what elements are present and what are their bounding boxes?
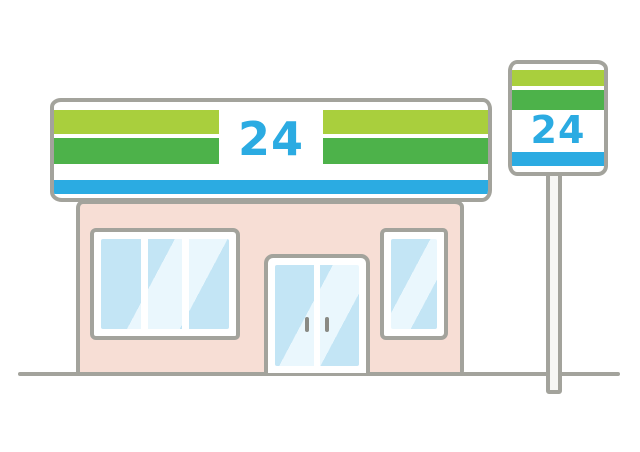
facade-sign-label-box: 24 — [219, 102, 323, 176]
pole-sign-stripe-green — [512, 90, 604, 110]
facade-sign-24-text: 24 — [237, 112, 304, 166]
window-left-mullion-2 — [182, 239, 190, 329]
pole-sign-24-text: 24 — [530, 108, 586, 152]
door-handle-left — [305, 317, 309, 332]
door-center-divider — [314, 265, 320, 366]
facade-sign: 24 — [50, 98, 492, 202]
window-right — [380, 228, 448, 340]
door-glass — [275, 265, 359, 366]
pole-sign-stripe-light-green — [512, 70, 604, 86]
window-left-glass — [101, 239, 229, 329]
door-handle-right — [325, 317, 329, 332]
facade-stripe-blue — [54, 180, 488, 194]
entrance-door — [264, 254, 370, 376]
pole-sign-stripe-blue — [512, 152, 604, 166]
window-left — [90, 228, 240, 340]
sign-pole — [546, 170, 562, 394]
window-left-mullion-1 — [140, 239, 148, 329]
pole-sign: 24 — [508, 60, 608, 176]
window-right-glass — [391, 239, 437, 329]
